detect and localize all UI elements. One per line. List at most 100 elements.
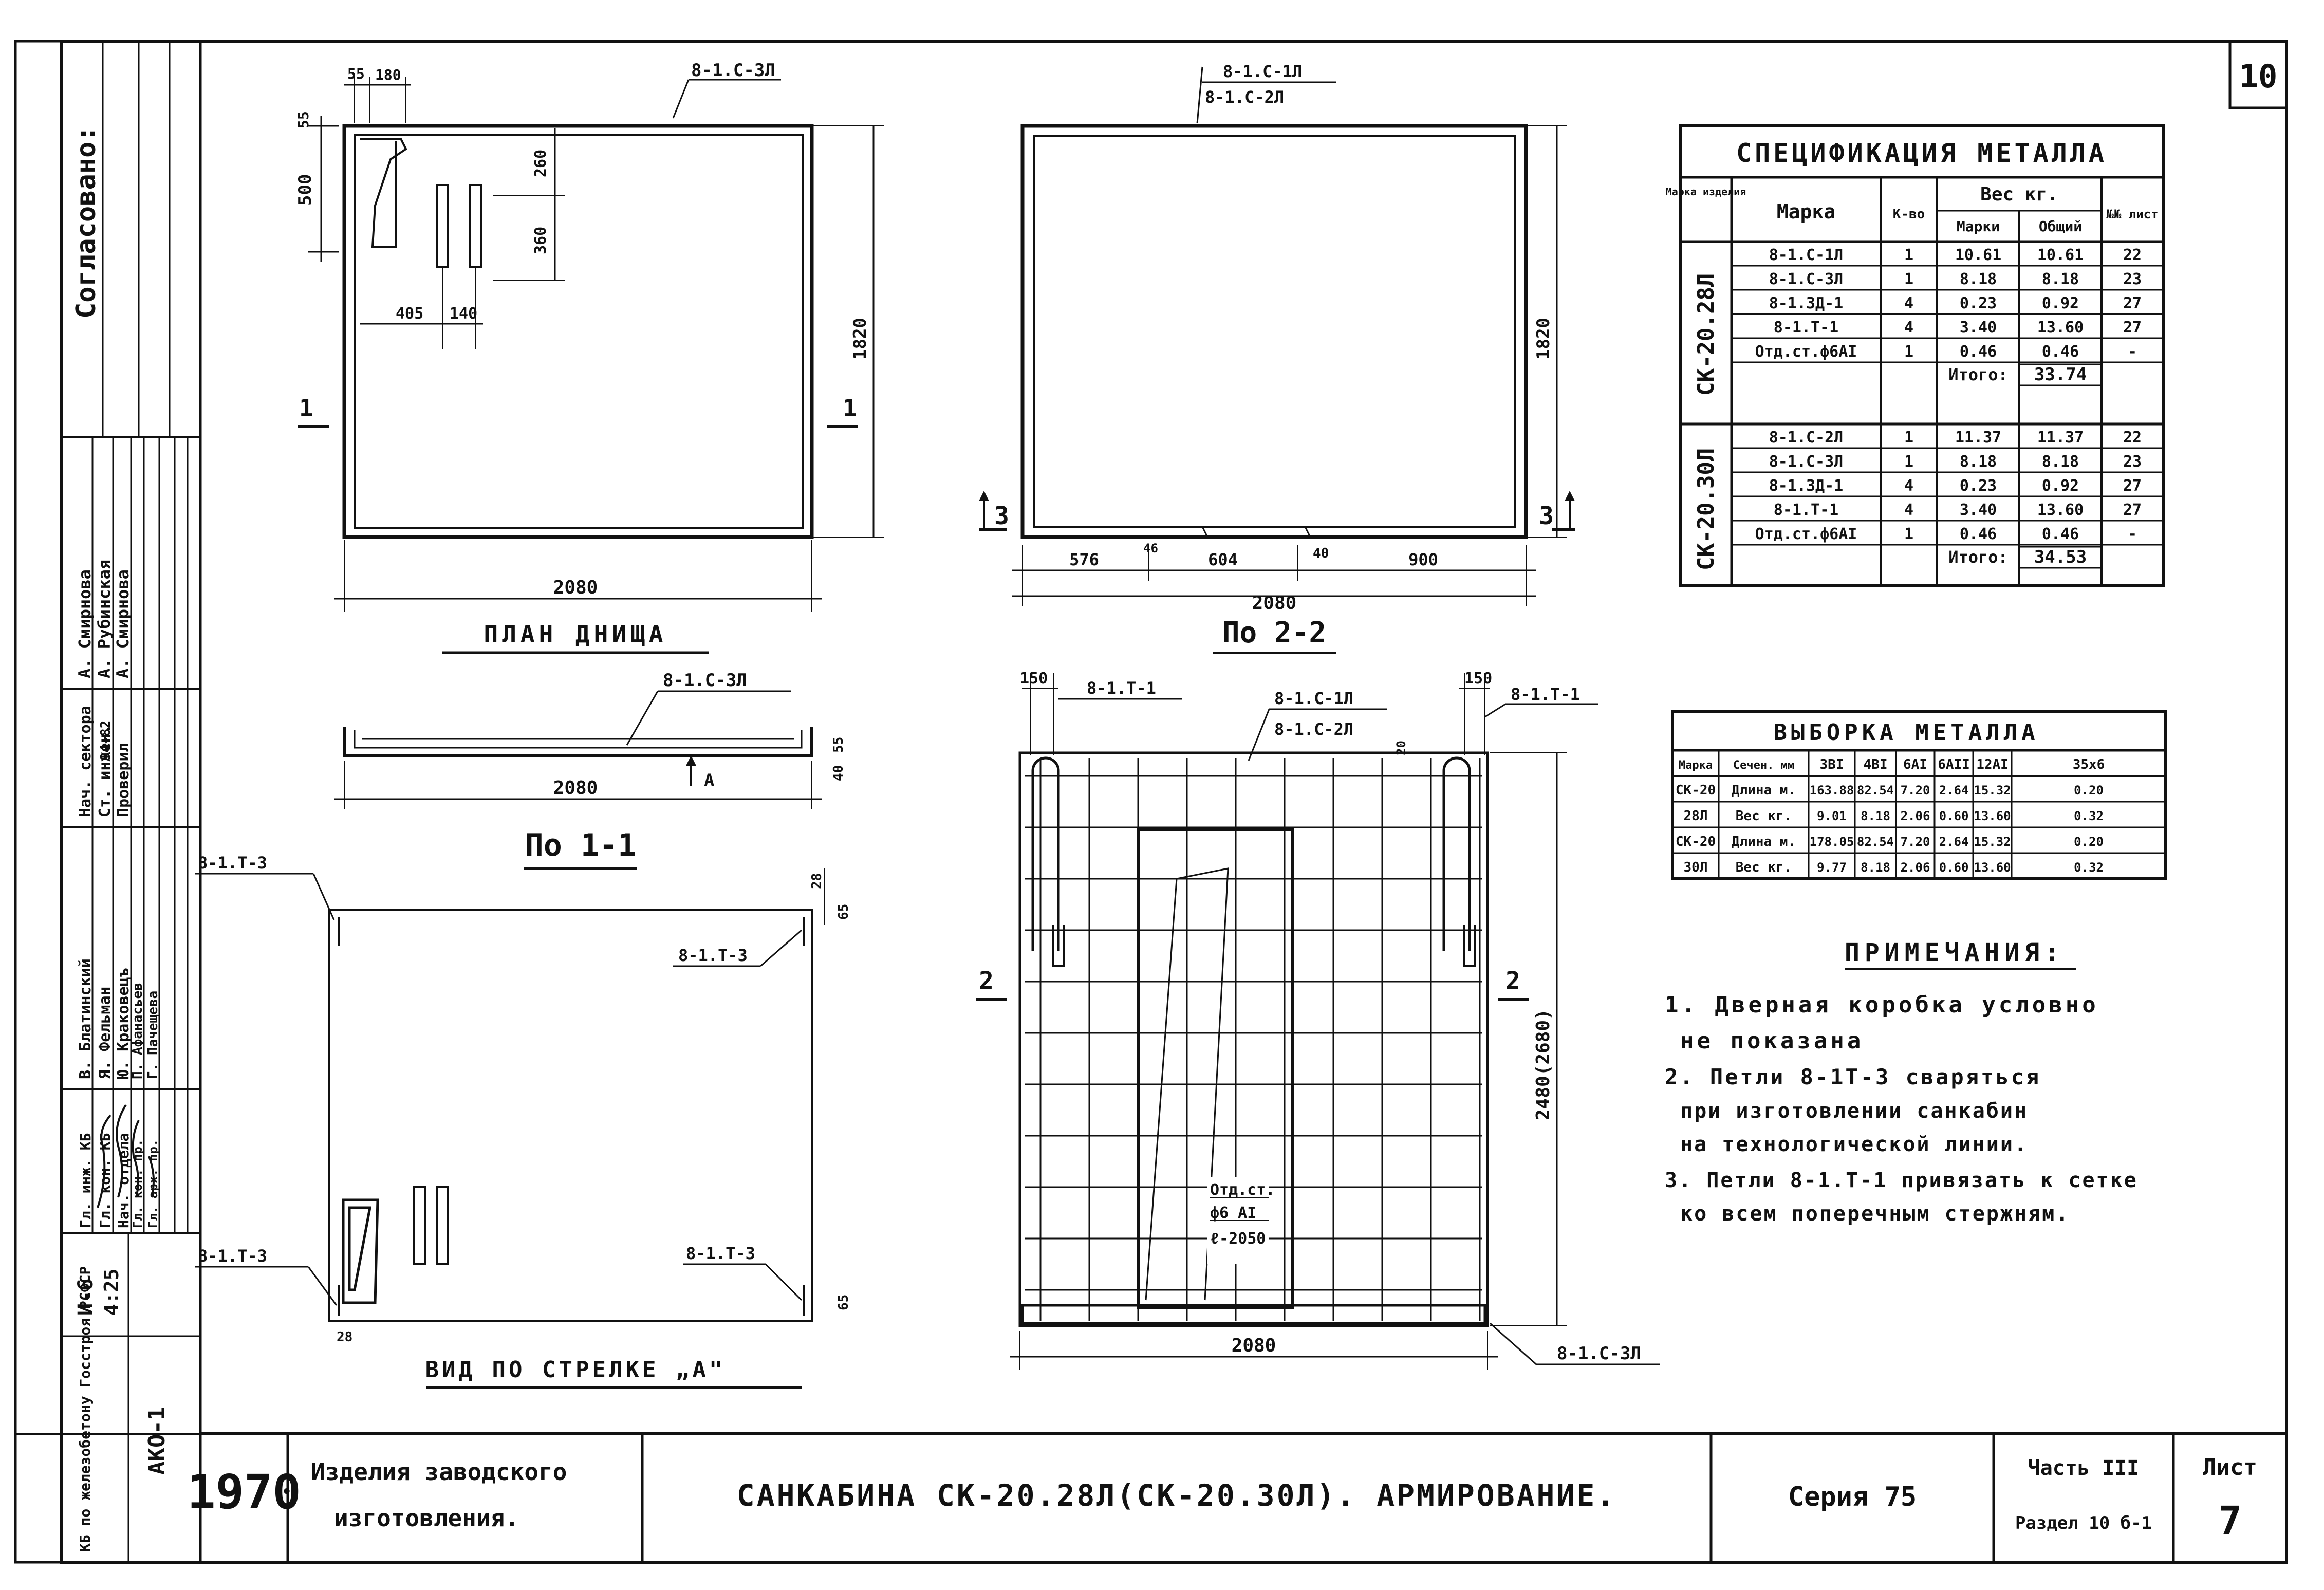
spec-cell: 23	[2123, 270, 2142, 288]
plan-dim-140: 140	[450, 305, 477, 323]
sample-cell: Длина м.	[1732, 783, 1796, 798]
note-line-5: на технологической линии.	[1680, 1133, 2028, 1156]
s22-dim-46: 46	[1143, 541, 1158, 556]
stamp-album: АКО-1	[144, 1407, 170, 1475]
spec-cell: 13.60	[2037, 501, 2084, 519]
spec-total-label: Итого:	[1948, 365, 2008, 384]
plan-dim-1820: 1820	[850, 318, 870, 360]
s33-dim-150-right: 150	[1464, 670, 1492, 688]
stamp-role-5: Гл. кон. КБ	[97, 1133, 114, 1228]
sample-cell: 15.32	[1974, 783, 2011, 798]
spec-h-weight: Вес кг.	[1980, 184, 2058, 205]
spec-cell: 8-1.Т-1	[1774, 319, 1838, 337]
notes-title: ПРИМЕЧАНИЯ:	[1845, 938, 2065, 967]
sample-header-cell: 4ВI	[1864, 757, 1888, 772]
spec-cell: 10.61	[1955, 246, 2001, 264]
sheet-frame: 10	[14, 40, 2288, 1564]
s22-dim-576: 576	[1069, 550, 1099, 569]
s33-callout-t1-left: 8-1.Т-1	[1087, 678, 1156, 698]
spec-cell: Отд.ст.ф6АI	[1755, 525, 1857, 543]
s22-dim-900: 900	[1408, 550, 1438, 569]
stamp-signatures	[97, 1104, 155, 1208]
title-category-2: изготовления.	[334, 1504, 519, 1532]
spec-cell: 8-1.ЗД-1	[1769, 294, 1844, 312]
approval-stamp: Согласовано: А. Смирнова А. Рубинская А.…	[62, 41, 200, 1562]
stamp-name-7: П. Афанасьев	[130, 983, 145, 1079]
spec-group-2-mark: СК-20.30Л	[1693, 448, 1719, 570]
spec-cell: 1	[1904, 246, 1913, 264]
s22-dim-604: 604	[1208, 550, 1238, 569]
note-line-4: при изготовлении санкабин	[1680, 1099, 2028, 1123]
spec-h-total: Общий	[2039, 218, 2082, 235]
sample-cell: 2.64	[1939, 783, 1969, 798]
spec-cell: 0.92	[2042, 477, 2079, 495]
av-dim-65-top: 65	[836, 904, 851, 920]
spec-cell: 1	[1904, 525, 1913, 543]
sheet-label: Лист	[2203, 1454, 2257, 1481]
spec-cell: -	[2128, 343, 2137, 361]
sample-cell: 0.32	[2074, 809, 2104, 823]
stamp-date-note: 94-82	[98, 720, 114, 761]
sample-cell: СК-20	[1676, 783, 1716, 798]
sample-cell: 0.60	[1939, 809, 1969, 823]
av-callout-br: 8-1.Т-3	[686, 1244, 755, 1263]
stamp-name-8: Г. Пачещева	[145, 991, 161, 1079]
spec-cell: 4	[1904, 477, 1913, 495]
sample-header-cell: Сечен. мм	[1733, 759, 1794, 772]
stamp-name-4: В. Блатинский	[77, 958, 95, 1079]
spec-cell: 3.40	[1960, 501, 1997, 519]
door-opening	[1137, 828, 1294, 1309]
plan-dim-55: 55	[347, 65, 365, 82]
spec-cell: 3.40	[1960, 319, 1997, 337]
s22-callout-s2: 8-1.С-2Л	[1205, 87, 1284, 107]
s11-arrow-label: А	[704, 770, 714, 791]
spec-cell: 22	[2123, 429, 2142, 447]
spec-cell: 11.37	[2037, 429, 2084, 447]
s33-callout-s1: 8-1.С-1Л	[1274, 689, 1353, 708]
spec-cell: 4	[1904, 319, 1913, 337]
spec-total-label: Итого:	[1948, 547, 2008, 567]
spec-cell: 8.18	[2042, 270, 2079, 288]
s22-section-mark-left: 3	[994, 502, 1009, 530]
spec-cell: 0.46	[2042, 343, 2079, 361]
av-callout-tr: 8-1.Т-3	[678, 946, 748, 965]
note-line-6: 3. Петли 8-1.Т-1 привязать к сетке	[1665, 1169, 2138, 1192]
sample-cell: 0.32	[2074, 860, 2104, 875]
s22-dim-1820: 1820	[1533, 318, 1554, 360]
s33-dim-20: 20	[1394, 741, 1408, 755]
stamp-name-6: Ю. Краковецъ	[115, 968, 133, 1079]
sample-cell: 7.20	[1901, 783, 1930, 798]
section-label: Раздел 10 б-1	[2015, 1513, 2152, 1533]
s33-note-3: ℓ-2050	[1210, 1230, 1266, 1248]
spec-cell: 0.46	[1960, 525, 1997, 543]
agreed-label: Согласовано:	[71, 125, 102, 319]
sample-cell: 7.20	[1901, 835, 1930, 849]
spec-cell: 8-1.С-3Л	[1769, 453, 1844, 471]
av-callout-bl: 8-1.Т-3	[198, 1246, 267, 1266]
av-dim-65-bottom: 65	[836, 1295, 851, 1310]
sample-cell: 9.01	[1817, 809, 1847, 823]
sample-cell: 8.18	[1861, 809, 1890, 823]
s11-dim-2080: 2080	[553, 778, 598, 799]
plan-section-mark-right: 1	[843, 394, 857, 422]
plan-dim-180: 180	[375, 66, 401, 83]
spec-cell: 1	[1904, 270, 1913, 288]
s33-note-2: ф6 АI	[1210, 1204, 1256, 1222]
spec-total-value: 34.53	[2034, 547, 2087, 567]
spec-cell: 27	[2123, 477, 2142, 495]
spec-cell: 22	[2123, 246, 2142, 264]
spec-cell: 8.18	[2042, 453, 2079, 471]
sheet-number: 7	[2218, 1497, 2242, 1543]
stamp-name-1: А. Смирнова	[75, 569, 95, 678]
spec-cell: 0.23	[1960, 477, 1997, 495]
spec-cell: 4	[1904, 501, 1913, 519]
plan-section-mark-left: 1	[299, 394, 313, 422]
sample-header-cell: 6АI	[1903, 757, 1927, 772]
spec-cell: 27	[2123, 501, 2142, 519]
spec-cell: 27	[2123, 294, 2142, 312]
spec-group-1-mark: СК-20.28Л	[1693, 273, 1719, 396]
sample-cell: 0.60	[1939, 860, 1969, 875]
sample-cell: 178.05	[1810, 835, 1854, 849]
